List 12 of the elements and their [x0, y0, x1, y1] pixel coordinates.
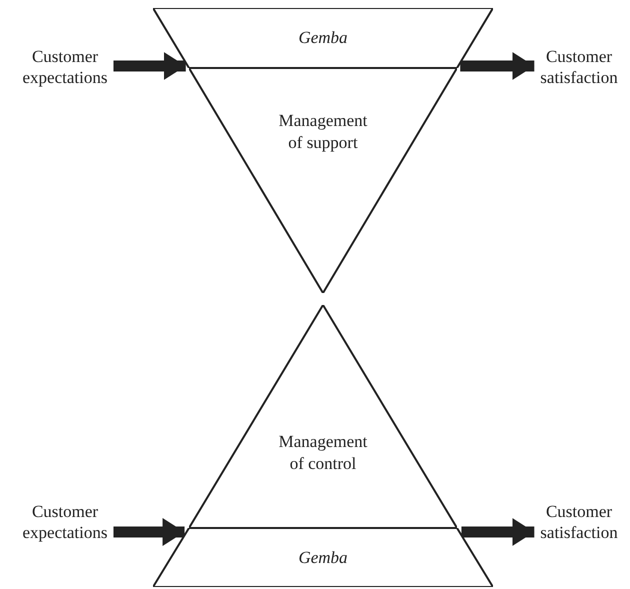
- block-arrow: [113, 518, 185, 546]
- block-arrow: [461, 518, 534, 546]
- flow-label: Customer expectations: [6, 501, 124, 543]
- flow-label: Customer satisfaction: [524, 46, 630, 88]
- band-label: Gemba: [297, 547, 349, 569]
- block-arrow: [113, 52, 186, 80]
- flow-label: Customer expectations: [6, 46, 124, 88]
- block-arrow: [460, 52, 534, 80]
- triangle-label: Management of control: [278, 431, 368, 475]
- flow-label: Customer satisfaction: [524, 501, 630, 543]
- triangle-label: Management of support: [278, 110, 368, 154]
- band-label: Gemba: [297, 27, 349, 49]
